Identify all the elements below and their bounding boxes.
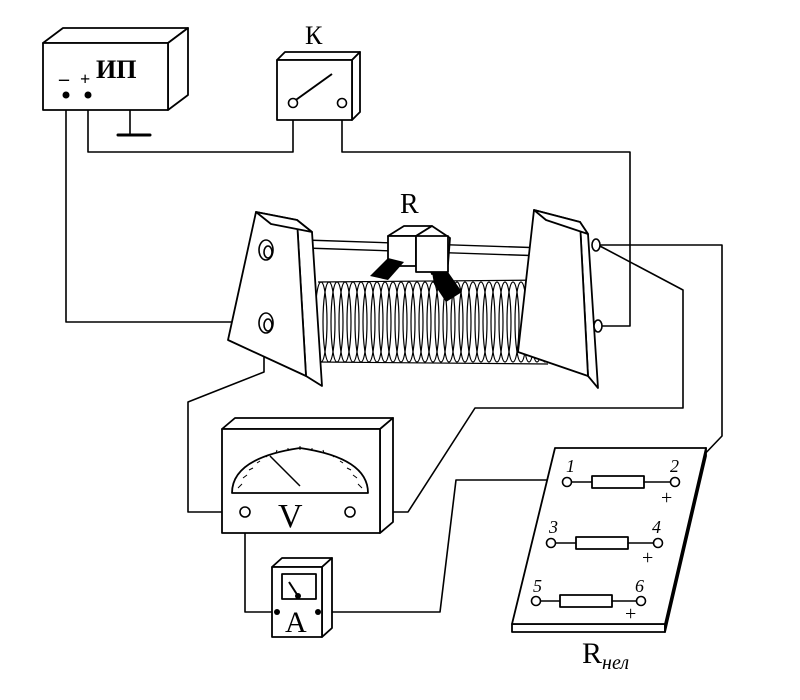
switch-side-face [351,51,361,121]
left-plate-front [227,211,307,377]
terminal-5 [530,595,542,607]
resistor-5-6 [559,594,613,608]
rheostat-left-plate [227,211,323,387]
power-supply: ИП – + [42,27,189,111]
right-plate-top [533,209,589,235]
wire-voltmeter-to-slider [349,244,684,513]
wire-psu-plus-to-switch [87,94,294,153]
rheostat-label: R [400,189,419,220]
resistor-3-4 [575,536,629,550]
rheostat: R [227,189,603,389]
wire-psu-minus-to-rheostat [65,94,265,323]
rheostat-right-plate [517,209,603,389]
voltmeter-side-face [379,417,394,534]
board-label-sub: нел [602,652,629,674]
rheostat-terminal-slider [591,238,601,252]
board-label-main: R [582,637,602,670]
wire-ammeter-to-terminal-1 [317,479,568,613]
psu-top-face [42,27,189,44]
terminal-4 [652,537,664,549]
switch-label: К [305,21,323,50]
switch-terminal-right [336,97,348,109]
terminal-2 [669,476,681,488]
left-plate-top [255,211,313,233]
ammeter: A [271,557,333,639]
terminal-4-plus: + [642,547,653,569]
wire-switch-to-rheostat [341,107,631,327]
voltmeter-terminal-left [239,506,251,518]
psu-side-face [167,27,189,111]
switch-k: К [276,21,361,121]
switch-top-face [276,51,361,61]
rheostat-terminal-left-inner [263,318,273,332]
board-front-edge [511,623,666,633]
switch-terminal-left [287,97,299,109]
left-plate-upper-hole-inner [263,245,273,259]
terminal-2-plus: + [661,487,672,509]
wire-voltmeter-to-ammeter [244,511,278,613]
terminal-2-label: 2 [670,456,679,476]
psu-plus-terminal [84,91,92,99]
switch-lever [292,73,333,103]
terminal-1 [561,476,573,488]
slider-contact-right [432,272,462,302]
terminal-3 [545,537,557,549]
voltmeter-terminal-right [344,506,356,518]
board-top-face [511,447,707,625]
voltmeter-label: V [278,498,303,535]
ammeter-label: A [285,606,307,639]
slider-contact-left [370,258,404,280]
terminal-4-label: 4 [652,517,661,537]
terminal-6-plus: + [625,603,636,625]
right-plate-front [517,209,589,377]
ammeter-terminal-left [274,609,280,615]
wire-slider-to-terminal-2 [597,244,723,483]
rheostat-slider: R [370,189,462,302]
terminal-6-label: 6 [635,576,644,596]
psu-minus-label: – [58,68,70,90]
slider-body [415,235,449,273]
ammeter-side-face [321,557,333,638]
terminal-6 [635,595,647,607]
psu-minus-terminal [62,91,70,99]
rheostat-terminal-right [593,319,603,333]
ammeter-scale-window [281,573,317,600]
psu-plus-label: + [80,69,90,89]
psu-front-face [42,42,169,111]
terminal-5-label: 5 [533,576,542,596]
ammeter-terminal-right [315,609,321,615]
voltmeter-needle [269,455,301,487]
resistor-1-2 [591,475,645,489]
psu-label: ИП [96,55,136,84]
voltmeter-top-face [221,417,394,430]
terminal-3-label: 3 [548,517,558,537]
switch-front-face [276,59,353,121]
voltmeter: V [221,417,394,535]
terminal-1-label: 1 [566,456,575,476]
nonlinear-board: 1 2 + 3 4 + 5 6 + Rнел [511,447,707,674]
ammeter-needle-pivot [295,593,301,599]
voltmeter-scale-ticks [237,446,363,489]
board-label: Rнел [582,637,629,674]
